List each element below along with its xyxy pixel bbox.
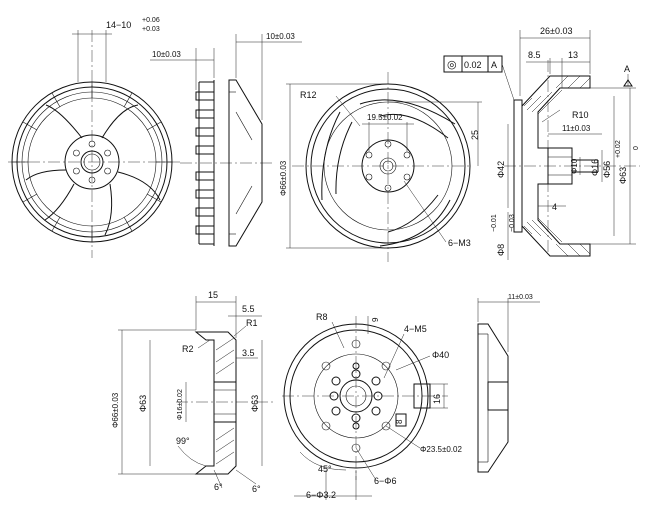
rim-fins: [12, 82, 172, 242]
dim-phi16-lower: Φ16±0.02: [177, 389, 184, 420]
lower-profile-view: 11±0.03: [477, 294, 540, 473]
dim-3-5: 3.5: [242, 348, 255, 358]
dim-6-m3: 6−M3: [448, 238, 471, 248]
m3-holes: [365, 140, 411, 192]
dim-6-phi3-2: 6−Φ3.2: [306, 490, 336, 500]
dim-phi63-lower: 0: [633, 146, 640, 150]
dim-19-5: 19.5±0.02: [367, 113, 403, 122]
dim-16: 16: [432, 394, 442, 404]
dim-phi10: Φ10: [570, 158, 579, 174]
dim-14: 14−10: [106, 20, 131, 30]
spokes: [25, 104, 161, 236]
dim-phi66: Φ66±0.03: [279, 160, 288, 196]
m5-holes: [329, 369, 383, 423]
tol-reference: A: [491, 60, 497, 70]
dim-15: 15: [208, 290, 218, 300]
dim-26: 26±0.03: [540, 26, 572, 36]
dim-11-lower: 11±0.03: [508, 294, 533, 301]
dim-11: 11±0.03: [562, 124, 591, 133]
tol-value: 0.02: [464, 60, 482, 70]
dim-4: 4: [552, 202, 557, 212]
dim-5-5: 5.5: [242, 304, 255, 314]
phi3-2-holes: [321, 339, 391, 453]
dim-10-left: 10±0.03: [152, 50, 181, 59]
dim-r1: R1: [246, 318, 258, 328]
dim-r12: R12: [300, 90, 317, 100]
dim-phi40: Φ40: [432, 350, 449, 360]
dim-phi42: Φ42: [496, 161, 506, 178]
section-view-right: 26±0.03 8.5 13 ◎ 0.02 A A R10 11±0.03 Φ4…: [443, 26, 640, 260]
bolt-holes: [73, 140, 111, 184]
dim-14-lower: +0.03: [142, 26, 160, 33]
dim-phi23-5: Φ23.5±0.02: [420, 445, 462, 454]
dim-10-right: 10±0.03: [266, 32, 295, 41]
side-view-fins: 10±0.03 10±0.03: [150, 32, 302, 247]
dim-9: 9: [371, 317, 380, 322]
dim-6-deg-right: 6°: [252, 484, 261, 494]
dim-45-deg: 45°: [318, 464, 332, 474]
dim-8: 8: [395, 419, 404, 424]
dim-4-m5: 4−M5: [404, 324, 427, 334]
dim-phi16: Φ16: [590, 159, 600, 176]
dim-phi8-upper: −0.01: [491, 214, 498, 232]
dim-r8: R8: [316, 312, 328, 322]
dim-phi63-lower-right: Φ63: [250, 395, 260, 412]
dim-13: 13: [568, 50, 578, 60]
dim-phi63: Φ63: [618, 167, 628, 184]
dim-phi63-upper: +0.02: [615, 140, 622, 158]
dim-phi8: Φ8: [496, 244, 506, 256]
dim-phi8-lower: −0.03: [509, 214, 516, 232]
dim-6-phi6: 6−Φ6: [374, 476, 396, 486]
lower-section-view: 15 5.5 R1 R2 3.5 Φ66±0.03 Φ63 Φ16±0.02 Φ…: [111, 290, 274, 494]
tolerance-frame: ◎ 0.02 A: [443, 55, 515, 101]
dim-r10: R10: [572, 110, 589, 120]
dim-14-upper: +0.06: [142, 17, 160, 24]
dim-99-deg: 99°: [176, 436, 190, 446]
dim-6-deg-left: 6°: [214, 482, 223, 492]
lower-front-view: R8 9 4−M5 Φ40 16 8 Φ23.5±0.02 45° 6−Φ6 6…: [282, 312, 462, 500]
phi6-holes: [331, 362, 381, 430]
dim-phi63-lower-left: Φ63: [138, 395, 148, 412]
section-hatch: [523, 75, 591, 257]
datum-label: A: [624, 64, 630, 74]
dim-phi66-lower: Φ66±0.03: [111, 392, 120, 428]
tol-symbol: ◎: [447, 59, 457, 71]
fin-comb: [195, 80, 215, 246]
front-view-wheel: 14−10 +0.06 +0.03: [8, 17, 182, 258]
rear-view-wheel: R12 19.5±0.02 25 Φ66±0.03 6−M3: [279, 72, 482, 262]
dim-25: 25: [470, 130, 480, 140]
lower-section-hatch: [215, 337, 235, 465]
dim-r2: R2: [182, 344, 194, 354]
dim-phi56: Φ56: [602, 161, 612, 178]
dim-8-5: 8.5: [528, 50, 541, 60]
